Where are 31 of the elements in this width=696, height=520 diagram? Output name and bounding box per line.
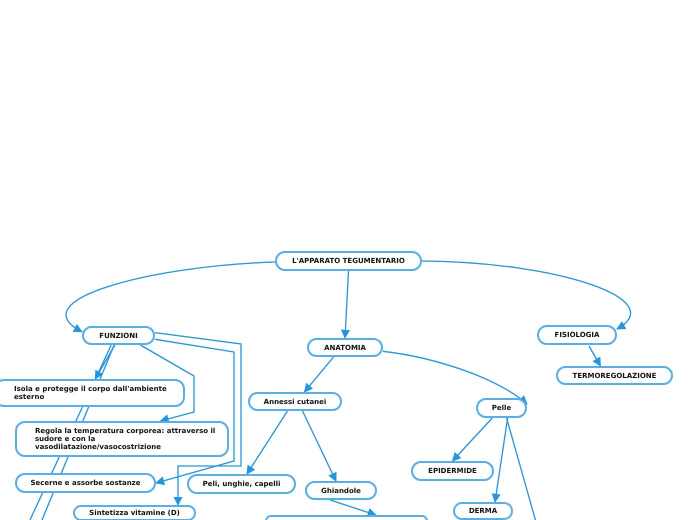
topic-box bbox=[453, 502, 513, 520]
topic-box bbox=[15, 473, 156, 493]
arrow bbox=[588, 346, 602, 367]
arrow bbox=[94, 344, 116, 380]
topic-box bbox=[556, 366, 673, 385]
connector-line bbox=[506, 418, 537, 520]
topic-box bbox=[411, 461, 494, 481]
arrow bbox=[66, 261, 276, 332]
arrow bbox=[422, 260, 632, 330]
arrow bbox=[140, 344, 195, 424]
arrow bbox=[330, 499, 377, 517]
arrow bbox=[492, 418, 508, 503]
topic-box bbox=[73, 505, 196, 520]
topic-box bbox=[305, 481, 377, 500]
arrow bbox=[154, 338, 235, 486]
arrow bbox=[340, 270, 350, 339]
arrow bbox=[452, 418, 493, 462]
topic-box bbox=[307, 338, 383, 357]
arrow bbox=[304, 356, 334, 393]
topic-box bbox=[275, 251, 422, 271]
topic-box bbox=[537, 325, 617, 345]
topic-box bbox=[476, 398, 527, 418]
arrow bbox=[246, 410, 288, 475]
topic-box bbox=[187, 474, 296, 494]
topic-box bbox=[248, 392, 342, 411]
topic-box bbox=[0, 379, 185, 407]
topic-box bbox=[82, 326, 155, 345]
arrow bbox=[154, 332, 242, 506]
arrow bbox=[382, 350, 528, 405]
topic-box bbox=[15, 421, 229, 457]
arrow bbox=[302, 410, 337, 482]
